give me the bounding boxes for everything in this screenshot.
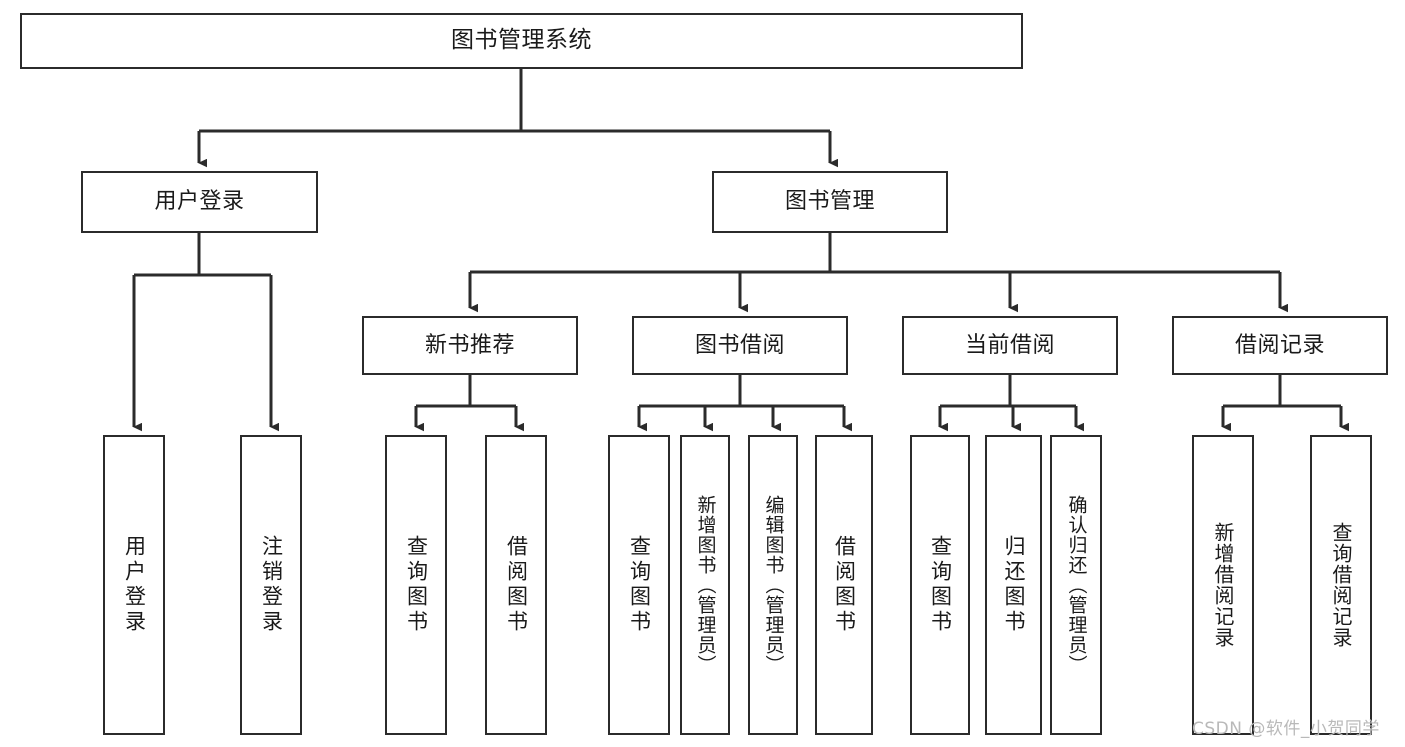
node-leaf-logout-label: 注销登录	[259, 535, 284, 635]
node-leaf-query-book-3[interactable]: 查询图书	[910, 435, 970, 735]
node-book-manage-label: 图书管理	[784, 189, 875, 215]
node-leaf-query-book-2[interactable]: 查询图书	[608, 435, 670, 735]
node-leaf-confirm-return[interactable]: 确认归还（管理员）	[1050, 435, 1102, 735]
node-user-login-label: 用户登录	[154, 189, 245, 215]
node-borrow-record-label: 借阅记录	[1234, 332, 1325, 358]
node-current-borrow[interactable]: 当前借阅	[902, 316, 1118, 375]
node-leaf-query-record[interactable]: 查询借阅记录	[1310, 435, 1372, 735]
node-current-borrow-label: 当前借阅	[964, 332, 1055, 358]
node-leaf-query-book-1[interactable]: 查询图书	[385, 435, 447, 735]
node-leaf-add-record-label: 新增借阅记录	[1211, 522, 1235, 648]
node-leaf-query-record-label: 查询借阅记录	[1329, 522, 1353, 648]
node-leaf-add-book[interactable]: 新增图书（管理员）	[680, 435, 730, 735]
node-leaf-confirm-return-label: 确认归还（管理员）	[1065, 495, 1088, 675]
node-root-label: 图书管理系统	[451, 27, 592, 54]
node-leaf-query-book-1-label: 查询图书	[404, 535, 429, 635]
node-book-manage[interactable]: 图书管理	[712, 171, 948, 233]
node-leaf-borrow-book-1[interactable]: 借阅图书	[485, 435, 547, 735]
node-leaf-add-record[interactable]: 新增借阅记录	[1192, 435, 1254, 735]
node-leaf-borrow-book-2-label: 借阅图书	[832, 535, 857, 635]
node-leaf-edit-book[interactable]: 编辑图书（管理员）	[748, 435, 798, 735]
node-leaf-add-book-label: 新增图书（管理员）	[694, 495, 717, 675]
node-leaf-user-login[interactable]: 用户登录	[103, 435, 165, 735]
node-borrow-record[interactable]: 借阅记录	[1172, 316, 1388, 375]
csdn-watermark: CSDN @软件_小贺同学	[1192, 719, 1380, 739]
node-leaf-logout[interactable]: 注销登录	[240, 435, 302, 735]
node-leaf-borrow-book-2[interactable]: 借阅图书	[815, 435, 873, 735]
node-leaf-edit-book-label: 编辑图书（管理员）	[762, 495, 785, 675]
node-leaf-query-book-2-label: 查询图书	[627, 535, 652, 635]
node-book-borrow-label: 图书借阅	[694, 332, 785, 358]
node-new-book-recommend[interactable]: 新书推荐	[362, 316, 578, 375]
node-leaf-borrow-book-1-label: 借阅图书	[504, 535, 529, 635]
node-leaf-return-book[interactable]: 归还图书	[985, 435, 1042, 735]
node-book-borrow[interactable]: 图书借阅	[632, 316, 848, 375]
node-user-login[interactable]: 用户登录	[81, 171, 318, 233]
node-leaf-query-book-3-label: 查询图书	[928, 535, 953, 635]
node-leaf-return-book-label: 归还图书	[1002, 535, 1026, 635]
node-leaf-user-login-label: 用户登录	[122, 535, 147, 635]
node-root[interactable]: 图书管理系统	[20, 13, 1023, 69]
node-new-book-recommend-label: 新书推荐	[424, 332, 515, 358]
